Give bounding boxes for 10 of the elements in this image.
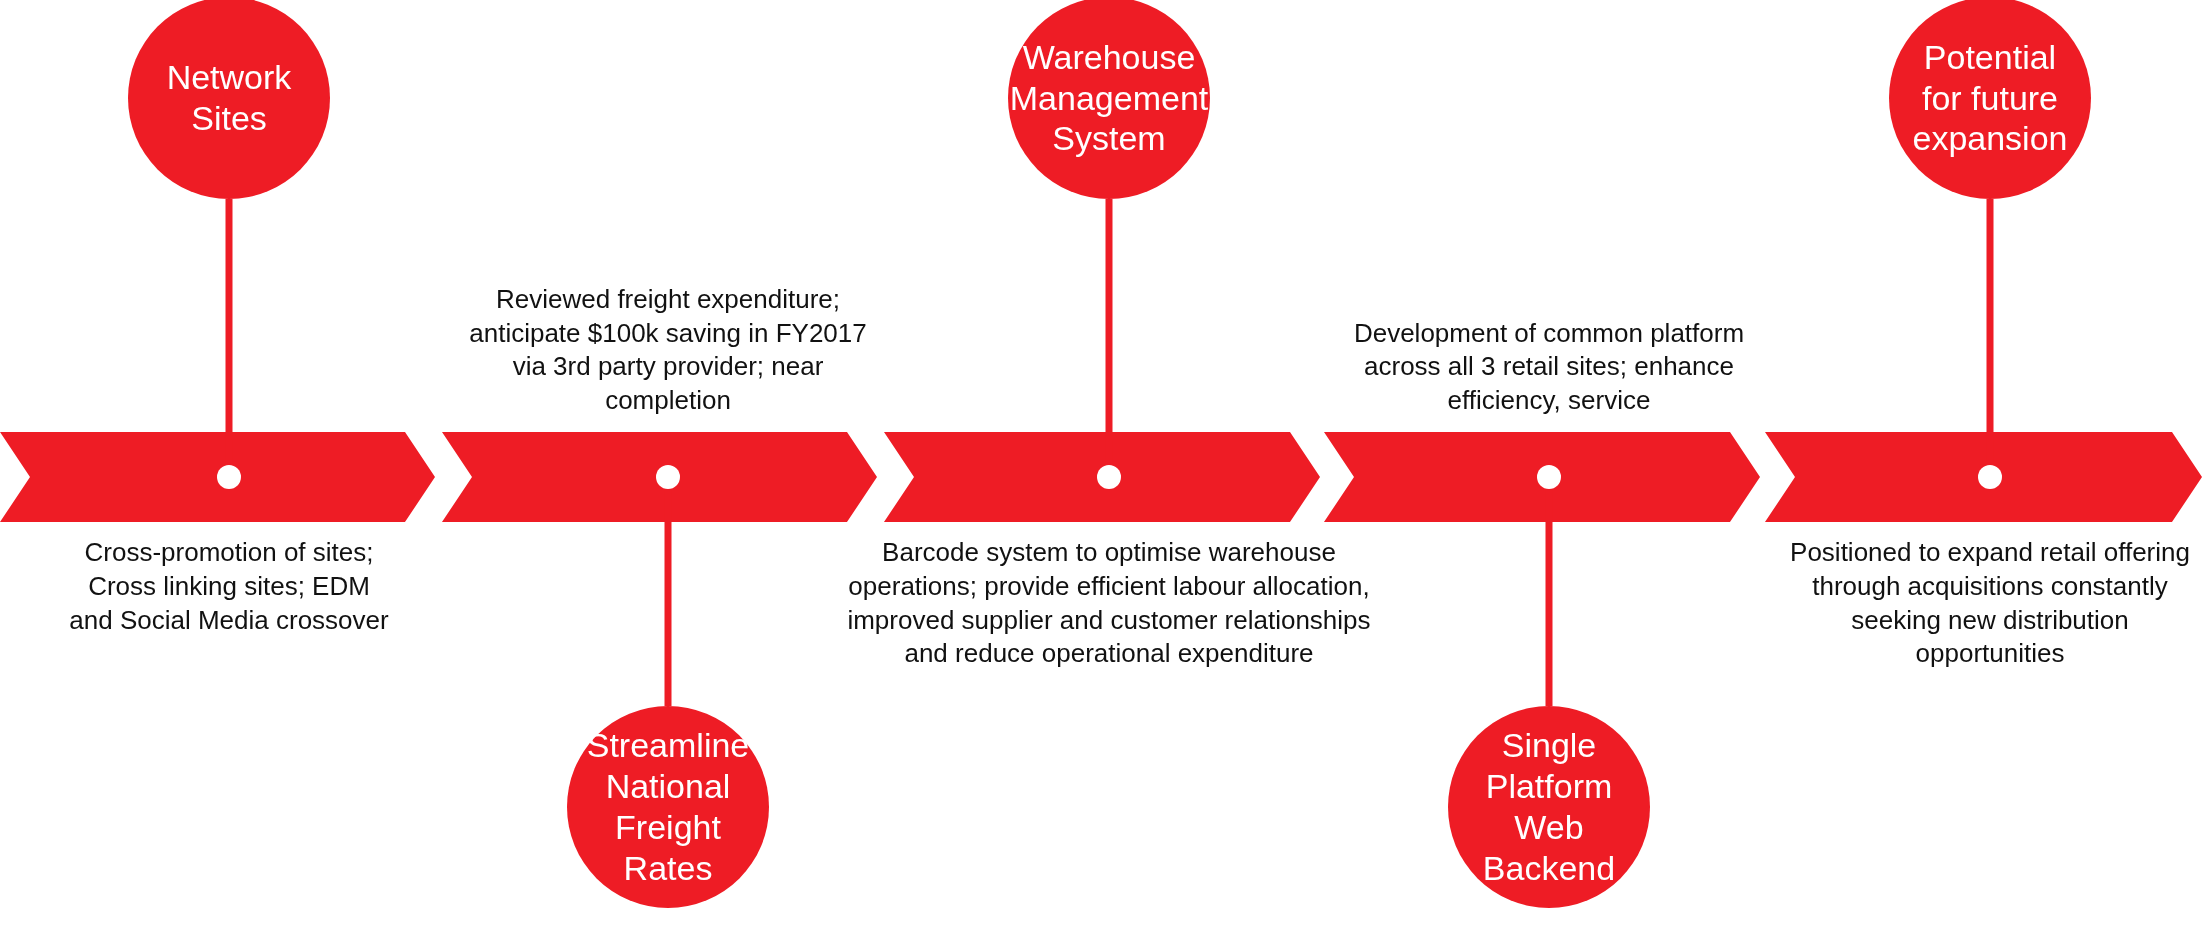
milestone-circle: Warehouse Management System bbox=[1008, 0, 1210, 199]
milestone-circle: Streamline National Freight Rates bbox=[567, 706, 769, 908]
milestone-circle: Potential for future expansion bbox=[1889, 0, 2091, 199]
description-text: Cross-promotion of sites; Cross linking sites; EDM and Social Media crossover bbox=[68, 536, 390, 637]
milestone-circle: Single Platform Web Backend bbox=[1448, 706, 1650, 908]
description-text: Reviewed freight expenditure; anticipate $100k saving in FY2017 via 3rd party provider; near completion bbox=[468, 282, 868, 418]
description-text: Development of common platform across all 3 retail sites; enhance efficiency, service bbox=[1352, 316, 1746, 418]
milestone-circle: Network Sites bbox=[128, 0, 330, 199]
description-text: Barcode system to optimise warehouse operations; provide efficient labour allocation, improved supplier and customer relationships and reduce operational expenditure bbox=[846, 536, 1372, 671]
description-text: Positioned to expand retail offering through acquisitions constantly seeking new distribution opportunities bbox=[1789, 536, 2191, 671]
